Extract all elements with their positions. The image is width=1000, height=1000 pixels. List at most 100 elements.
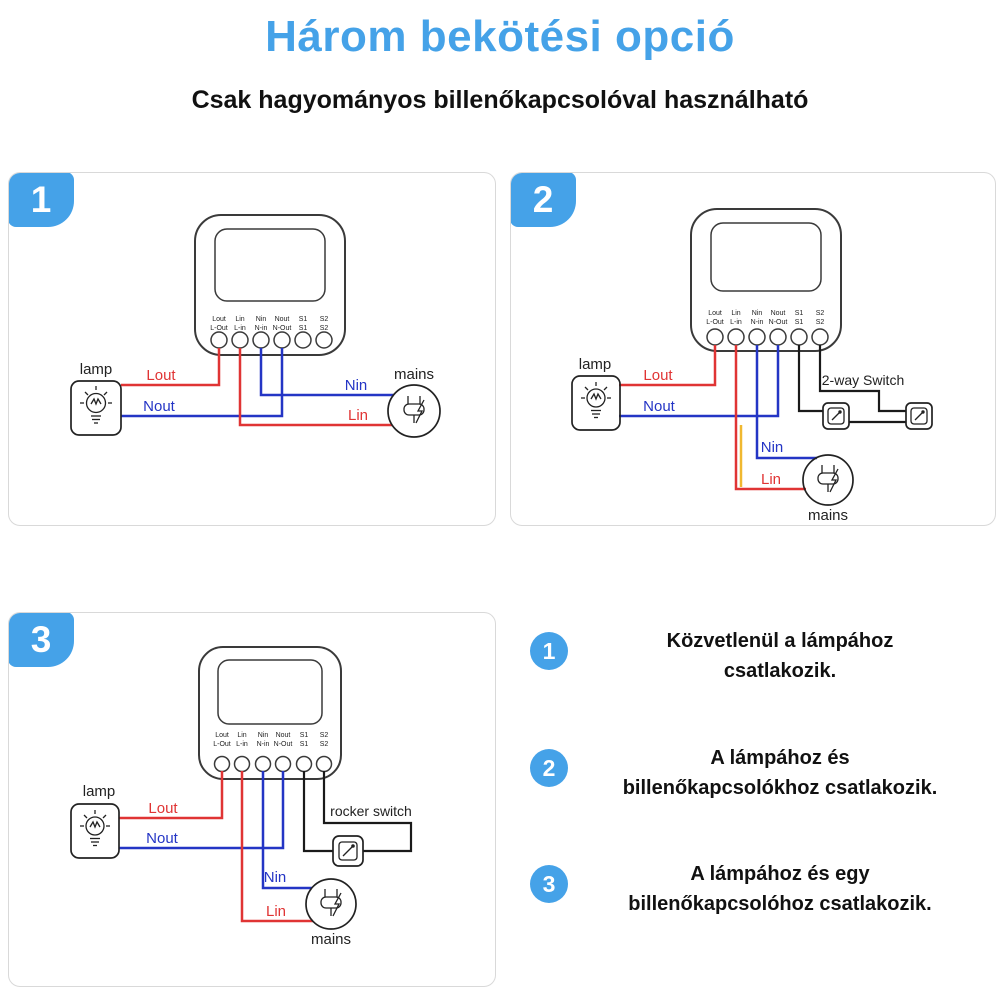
terminal-label: Lout <box>212 316 226 323</box>
switch-pivot <box>351 844 355 848</box>
legend-text-1-line2: csatlakozik. <box>723 660 837 682</box>
mains-circle <box>387 384 441 438</box>
terminal-circle <box>274 755 292 773</box>
rocker-switch <box>332 835 364 867</box>
legend-number-2: 2 <box>542 754 556 781</box>
panel-option-3: 3 Lout Lin Nin Nout S1 S2 L-Out L-in N-i… <box>8 612 496 987</box>
switch-lever <box>831 411 841 421</box>
terminal-circle <box>294 331 312 349</box>
lamp-box <box>571 375 621 431</box>
legend-text-3-line1: A lámpához és egy <box>690 863 870 885</box>
terminal-labels: Lout Lin Nin Nout S1 S2 L-Out L-in N-in … <box>706 310 824 326</box>
terminal-circle <box>706 328 724 346</box>
module-screen <box>214 228 326 302</box>
terminal-circle <box>811 328 829 346</box>
mains-label: mains <box>394 366 434 383</box>
switch-lever <box>342 845 354 857</box>
lamp: lamp <box>70 783 120 859</box>
wire-s2 <box>818 345 906 413</box>
legend-text-2-line2: billenőkapcsolókhoz csatlakozik. <box>622 777 938 799</box>
switch-box <box>822 402 850 430</box>
panel-3-number-badge: 3 <box>9 613 74 667</box>
legend-number-1: 1 <box>542 637 556 664</box>
wire-s1 <box>302 771 333 853</box>
panel-3-number: 3 <box>30 618 52 660</box>
switch-inner <box>910 407 928 425</box>
terminal-label: L-Out <box>213 741 231 748</box>
legend-number-badge-3: 3 <box>530 865 568 903</box>
switch-box <box>905 402 933 430</box>
legend-text-1: Közvetlenül a lámpához csatlakozik. <box>590 626 970 686</box>
legend-text-3: A lámpához és egy billenőkapcsolóhoz csa… <box>590 859 970 919</box>
rocker-switch-label: rocker switch <box>330 803 412 819</box>
wiring-diagram-1: Lout Lin Nin Nout S1 S2 L-Out L-in N-in … <box>70 214 441 438</box>
legend-text-2-line1: A lámpához és <box>710 747 850 769</box>
wire-s2 <box>322 771 413 853</box>
terminal-circles <box>213 755 333 773</box>
terminal-label: S1 <box>299 316 308 323</box>
terminal-label: N-in <box>255 325 268 332</box>
terminal-label: N-Out <box>274 741 293 748</box>
terminal-label: L-in <box>730 319 742 326</box>
bulb-icon <box>80 386 112 424</box>
wire-label-lin: Lin <box>348 407 368 424</box>
terminal-label: S1 <box>300 732 309 739</box>
wire-s1 <box>797 345 823 413</box>
wire-lin <box>240 771 313 923</box>
terminal-label: Nout <box>275 316 290 323</box>
lamp-box <box>70 380 122 436</box>
terminal-label: Nout <box>771 310 786 317</box>
terminal-label: Lout <box>708 310 722 317</box>
terminal-circle <box>315 755 333 773</box>
module-screen <box>217 659 323 725</box>
module-screen <box>710 222 822 292</box>
wiring-diagram-2: Lout Lin Nin Nout S1 S2 L-Out L-in N-in … <box>571 208 933 524</box>
legend-item-2: 2 A lámpához és billenőkapcsolókhoz csat… <box>510 743 994 823</box>
panel-1-number-badge: 1 <box>9 173 74 227</box>
mains: mains <box>387 366 441 438</box>
legend-text-1-line1: Közvetlenül a lámpához <box>666 630 894 652</box>
bolt-icon <box>332 892 342 917</box>
terminal-circle <box>727 328 745 346</box>
terminal-labels: Lout Lin Nin Nout S1 S2 L-Out L-in N-in … <box>210 316 328 332</box>
wire-label-nin: Nin <box>264 869 287 886</box>
terminal-circle <box>315 331 333 349</box>
smart-switch-module: Lout Lin Nin Nout S1 S2 L-Out L-in N-in … <box>198 646 342 780</box>
terminal-circle <box>233 755 251 773</box>
panel-option-2: 2 Lout Lin Nin Nout S1 S2 L-Out L-in N-i… <box>510 172 996 526</box>
wire-nout <box>119 771 285 850</box>
legend-text-2: A lámpához és billenőkapcsolókhoz csatla… <box>590 743 970 803</box>
terminal-label: Lin <box>731 310 740 317</box>
bolt-icon <box>415 399 425 424</box>
mains: mains <box>305 878 357 948</box>
terminal-label: N-in <box>751 319 764 326</box>
legend-number-badge-2: 2 <box>530 749 568 787</box>
mains-label: mains <box>311 931 351 948</box>
wire-label-lout: Lout <box>148 800 178 817</box>
two-way-switch-label: 2-way Switch <box>822 372 904 388</box>
wire-label-nout: Nout <box>143 398 176 415</box>
wire-label-nin: Nin <box>345 377 368 394</box>
terminal-circles <box>210 331 333 349</box>
terminal-label: Lin <box>237 732 246 739</box>
page-title: Három bekötési opció <box>265 12 735 61</box>
terminal-labels: Lout Lin Nin Nout S1 S2 L-Out L-in N-in … <box>213 732 328 748</box>
terminal-label: S2 <box>320 325 329 332</box>
wire-lin <box>238 348 392 427</box>
plug-icon <box>320 889 342 917</box>
wire-label-nout: Nout <box>146 830 179 847</box>
terminal-circle <box>790 328 808 346</box>
wire-lout <box>619 345 717 387</box>
wire-nout <box>121 348 284 418</box>
page-subtitle: Csak hagyományos billenőkapcsolóval hasz… <box>191 86 809 114</box>
wire-lin <box>734 345 806 491</box>
panel-option-1: 1 Lout Lin Nin Nout S1 S2 L-Out L-in N-i… <box>8 172 496 526</box>
wire-label-nin: Nin <box>761 439 784 456</box>
terminal-label: L-in <box>236 741 248 748</box>
terminal-label: L-Out <box>210 325 228 332</box>
wire-lout <box>121 348 221 387</box>
mains: mains <box>802 454 854 524</box>
terminal-circle <box>273 331 291 349</box>
bolt-icon <box>829 468 839 493</box>
lamp: lamp <box>571 356 621 431</box>
